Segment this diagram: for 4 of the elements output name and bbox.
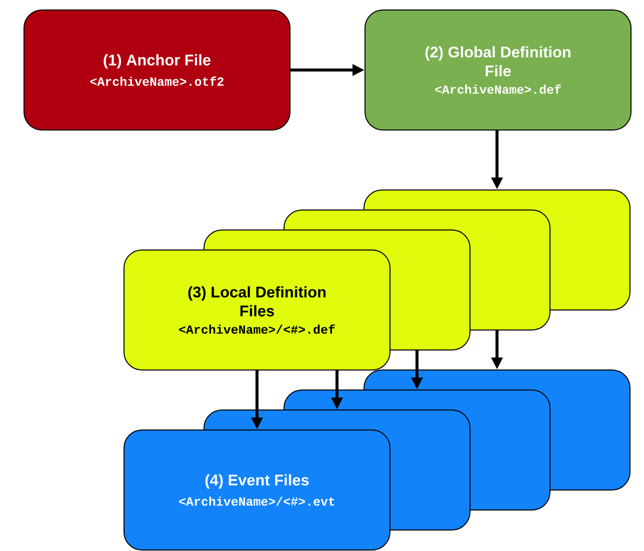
file-stack: (3) Local Definition Files <ArchiveName>/<#>.def [124, 189, 630, 370]
file-box: (2) Global Definition File <ArchiveName>.def [364, 10, 632, 130]
file-box: (1) Anchor File <ArchiveName>.otf2 [24, 10, 290, 130]
file-stack: (4) Event Files <ArchiveName>/<#>.evt [124, 369, 630, 550]
